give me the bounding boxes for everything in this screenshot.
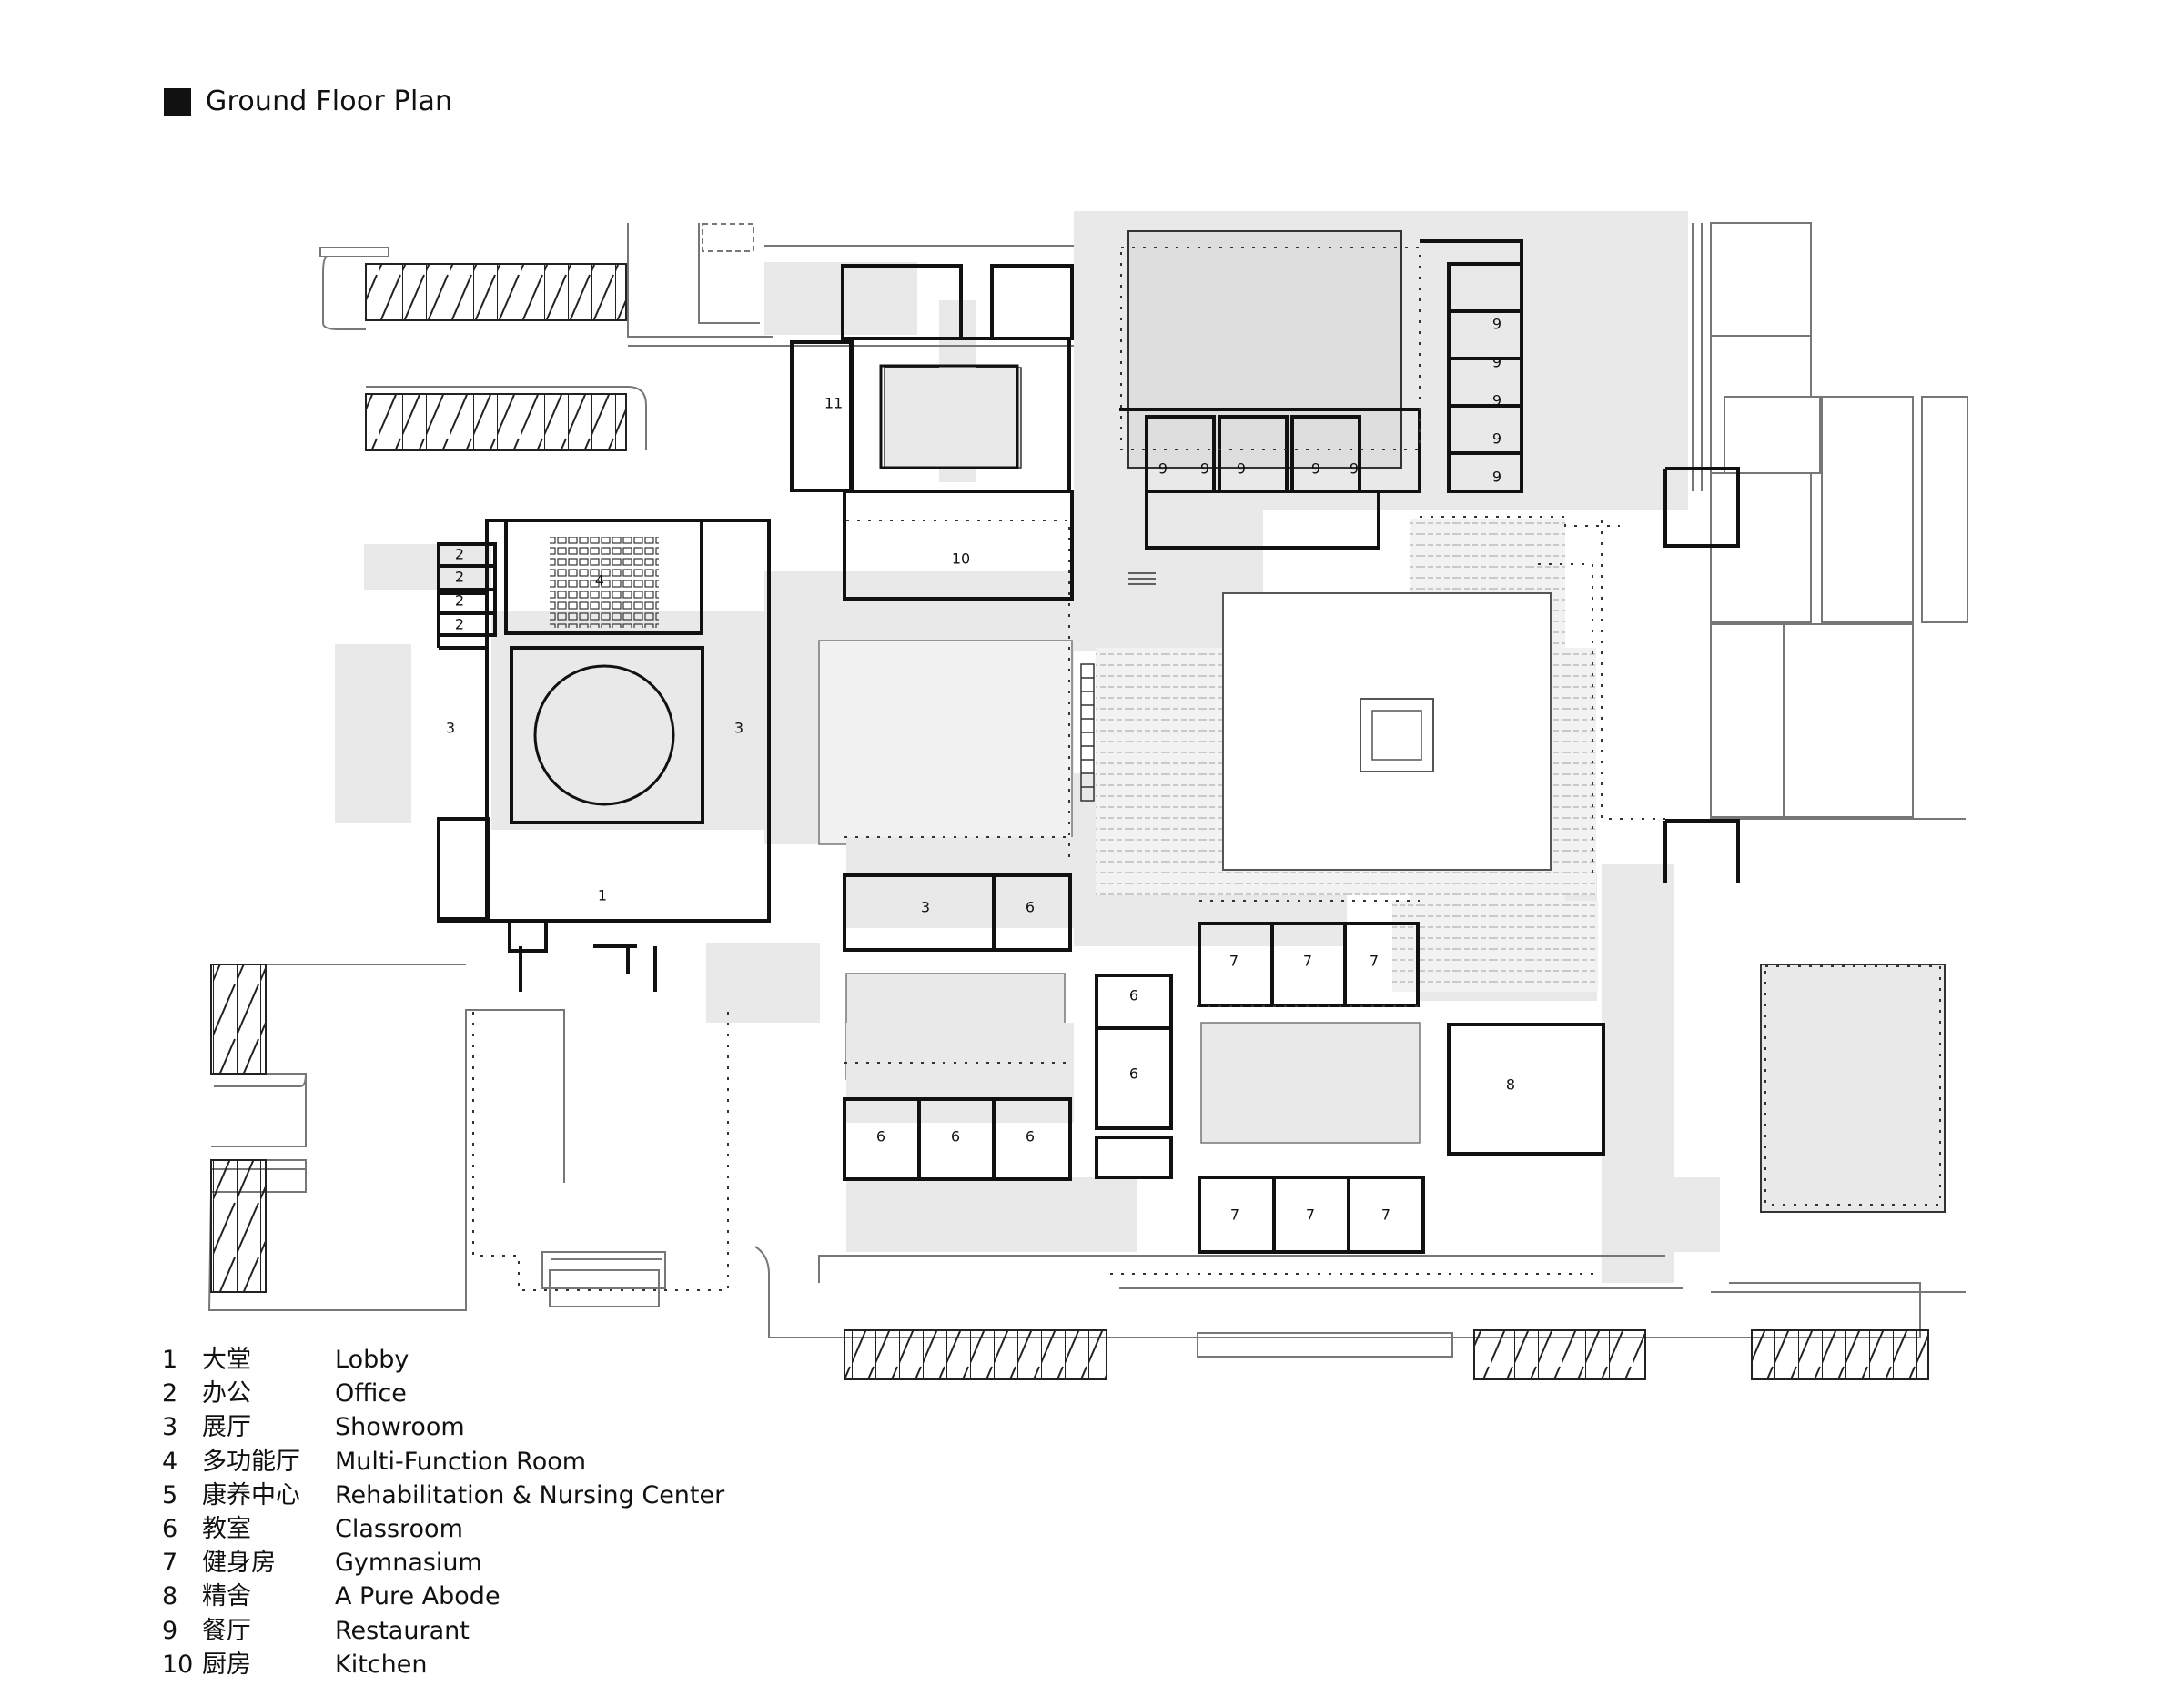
room-label-abode: 8 xyxy=(1506,1076,1515,1094)
legend-number: 8 xyxy=(162,1582,178,1611)
room-label-multi-function: 4 xyxy=(595,572,604,590)
legend-english: A Pure Abode xyxy=(335,1582,500,1611)
room-label-rest-e: 9 xyxy=(1492,469,1502,486)
legend-english: Classroom xyxy=(335,1514,463,1543)
room-label-class-d: 6 xyxy=(876,1128,885,1146)
room-label-gym-a: 7 xyxy=(1229,953,1239,970)
legend-row: 1 大堂 Lobby xyxy=(162,1339,724,1374)
legend-chinese: 精舍 xyxy=(202,1582,251,1611)
legend-english: Kitchen xyxy=(335,1650,428,1679)
legend-english: Gymnasium xyxy=(335,1549,482,1578)
room-label-gym-b: 7 xyxy=(1303,953,1312,970)
legend-row: 10 厨房 Kitchen xyxy=(162,1644,724,1679)
room-label-gym-e: 7 xyxy=(1306,1206,1315,1224)
room-label-lobby: 1 xyxy=(598,887,607,904)
auditorium-seating xyxy=(550,537,659,628)
room-label-class-e: 6 xyxy=(951,1128,960,1146)
room-label-11: 11 xyxy=(824,395,843,412)
title-marker-square xyxy=(164,87,191,116)
room-label-office-d: 2 xyxy=(455,616,464,633)
room-label-rest-d: 9 xyxy=(1492,430,1502,448)
legend-row: 9 餐厅 Restaurant xyxy=(162,1610,724,1645)
legend-chinese: 健身房 xyxy=(202,1549,276,1578)
legend-number: 2 xyxy=(162,1379,178,1408)
room-label-rest-h: 9 xyxy=(1237,460,1246,478)
room-label-showroom-e: 3 xyxy=(734,720,743,737)
legend-row: 3 展厅 Showroom xyxy=(162,1407,724,1442)
central-courtyard xyxy=(1222,592,1552,871)
legend-row: 7 健身房 Gymnasium xyxy=(162,1542,724,1578)
legend-chinese: 展厅 xyxy=(202,1413,251,1442)
room-label-office-b: 2 xyxy=(455,569,464,586)
room-label-gym-f: 7 xyxy=(1381,1206,1390,1224)
legend-row: 8 精舍 A Pure Abode xyxy=(162,1576,724,1610)
legend-number: 3 xyxy=(162,1413,178,1442)
legend-number: 7 xyxy=(162,1549,178,1578)
legend-chinese: 餐厅 xyxy=(202,1616,251,1645)
colonnades xyxy=(472,247,1941,1291)
legend-number: 1 xyxy=(162,1346,178,1374)
room-label-rest-g: 9 xyxy=(1200,460,1209,478)
room-label-rest-j: 9 xyxy=(1350,460,1359,478)
building-walls xyxy=(437,239,1740,1254)
legend-row: 5 康养中心 Rehabilitation & Nursing Center xyxy=(162,1475,724,1509)
legend-chinese: 康养中心 xyxy=(202,1480,300,1509)
legend-chinese: 厨房 xyxy=(202,1650,251,1679)
room-label-gym-c: 7 xyxy=(1370,953,1379,970)
room-label-rest-f: 9 xyxy=(1158,460,1168,478)
legend-number: 4 xyxy=(162,1447,178,1476)
legend-english: Rehabilitation & Nursing Center xyxy=(335,1480,725,1509)
legend-chinese: 多功能厅 xyxy=(202,1447,300,1476)
legend-english: Showroom xyxy=(335,1413,465,1442)
legend-number: 6 xyxy=(162,1514,178,1543)
legend-english: Multi-Function Room xyxy=(335,1447,587,1476)
room-label-rest-c: 9 xyxy=(1492,392,1502,409)
room-label-kitchen: 10 xyxy=(952,550,970,568)
room-label-class-a: 6 xyxy=(1026,899,1035,916)
legend: 1 大堂 Lobby 2 办公 Office 3 展厅 Showroom 4 多… xyxy=(162,1339,724,1679)
room-label-class-f: 6 xyxy=(1026,1128,1035,1146)
legend-chinese: 大堂 xyxy=(202,1346,251,1374)
legend-english: Lobby xyxy=(335,1346,410,1374)
room-label-showroom-w: 3 xyxy=(446,720,455,737)
legend-number: 9 xyxy=(162,1616,178,1645)
room-label-class-b: 6 xyxy=(1129,987,1138,1004)
legend-row: 6 教室 Classroom xyxy=(162,1509,724,1543)
stair-symbols xyxy=(1080,572,1156,802)
legend-number: 10 xyxy=(162,1650,194,1679)
room-label-office-c: 2 xyxy=(455,592,464,610)
legend-number: 5 xyxy=(162,1480,178,1509)
room-label-rest-i: 9 xyxy=(1311,460,1320,478)
plan-title: Ground Floor Plan xyxy=(164,86,452,117)
legend-english: Restaurant xyxy=(335,1616,470,1645)
parking-stalls xyxy=(210,256,1929,1380)
legend-row: 4 多功能厅 Multi-Function Room xyxy=(162,1441,724,1476)
legend-row: 2 办公 Office xyxy=(162,1373,724,1408)
room-label-class-c: 6 xyxy=(1129,1065,1138,1083)
title-text: Ground Floor Plan xyxy=(206,86,453,117)
legend-chinese: 教室 xyxy=(202,1514,251,1543)
legend-english: Office xyxy=(335,1379,407,1408)
room-label-rest-b: 9 xyxy=(1492,354,1502,371)
room-label-rest-a: 9 xyxy=(1492,316,1502,333)
room-numbers: 1 2 2 2 2 3 3 3 4 6 6 6 6 6 6 7 7 7 7 7 … xyxy=(446,316,1515,1224)
room-label-showroom-s: 3 xyxy=(921,899,930,916)
legend-chinese: 办公 xyxy=(202,1379,251,1408)
room-label-gym-d: 7 xyxy=(1230,1206,1239,1224)
room-label-office-a: 2 xyxy=(455,546,464,563)
lobby-rotunda xyxy=(533,664,675,806)
